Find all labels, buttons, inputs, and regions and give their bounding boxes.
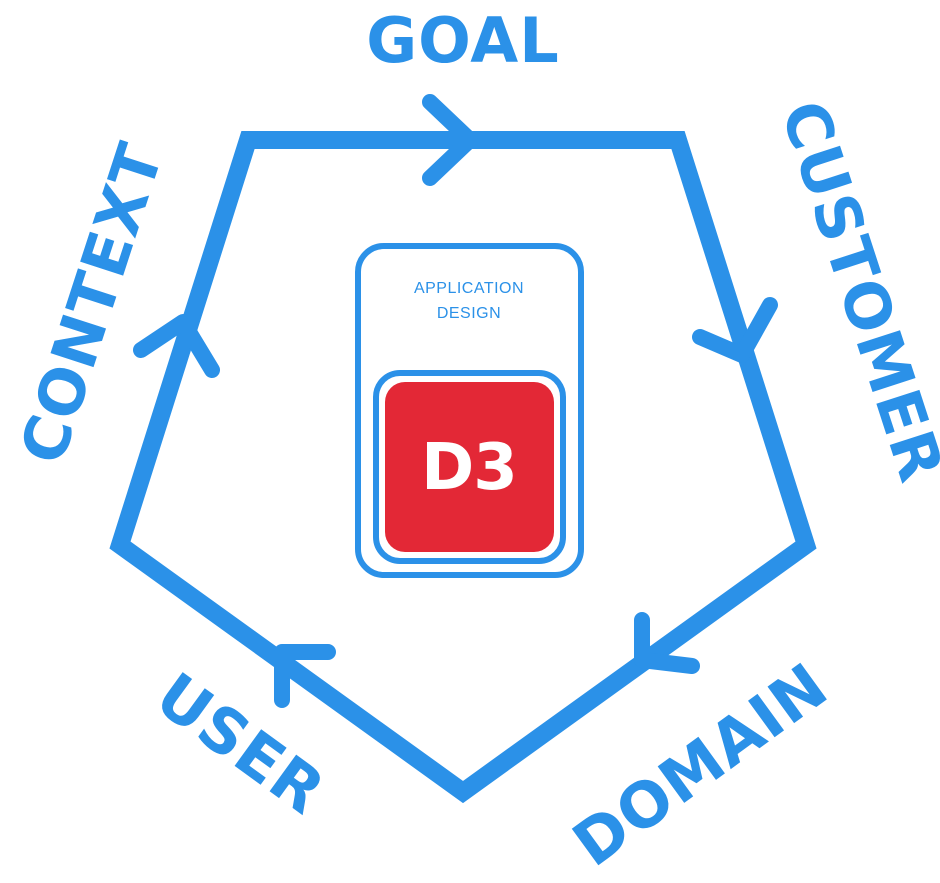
d3-badge — [385, 382, 554, 552]
arrow-right-icon — [422, 94, 478, 186]
arrow-up-left-icon — [274, 644, 336, 708]
arrow-left-icon — [634, 612, 700, 674]
arrow-down-icon — [692, 297, 778, 363]
stage-label-customer: CUSTOMER — [767, 92, 940, 491]
cycle-pentagon — [109, 131, 817, 804]
stage-label-goal: GOAL — [366, 4, 559, 77]
card-caption-line1: APPLICATION — [414, 280, 524, 297]
card-caption-line2: DESIGN — [437, 305, 501, 322]
arrow-up-icon — [133, 314, 220, 378]
application-design-card: APPLICATION DESIGN D3 — [355, 243, 584, 578]
d3-badge-label: D3 — [421, 431, 517, 505]
